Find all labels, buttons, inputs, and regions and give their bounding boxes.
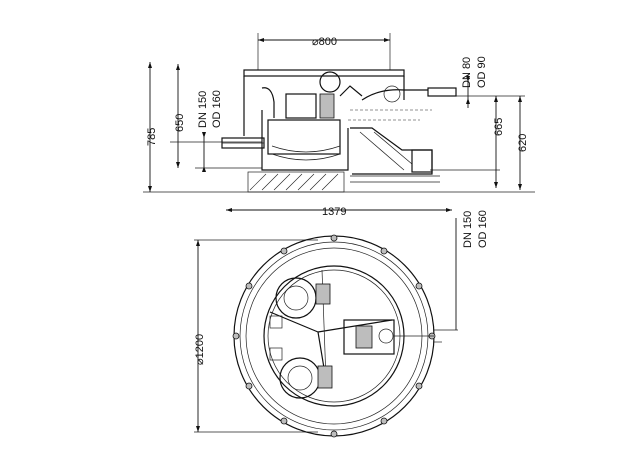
pump-upper	[269, 277, 331, 329]
label-height-right-outer: 620	[517, 134, 529, 152]
label-pipe-top-od: OD 90	[476, 56, 488, 88]
dim-width-total: 1379	[226, 206, 452, 218]
station-elevation	[221, 69, 457, 193]
label-plan-od: OD 160	[477, 210, 489, 248]
dim-top-width: ⌀800	[257, 33, 391, 70]
pump-lower	[269, 347, 333, 399]
label-height-inlet: 650	[174, 114, 186, 132]
dim-height-inlet: 650	[174, 64, 186, 168]
dim-height-right-inner: 665	[493, 96, 505, 188]
label-inlet-dn: DN 150	[197, 91, 209, 128]
label-top-width: ⌀800	[312, 36, 337, 48]
dim-plan-diameter: ⌀1200	[194, 239, 318, 433]
label-height-right-inner: 665	[493, 118, 505, 136]
label-height-total: 785	[146, 128, 158, 146]
label-width-total: 1379	[322, 206, 346, 218]
label-inlet-od: OD 160	[211, 90, 223, 128]
label-plan-diameter: ⌀1200	[194, 334, 206, 365]
label-plan-dn: DN 150	[462, 211, 474, 248]
valve-block	[343, 319, 434, 355]
dim-height-right-outer: 620	[517, 96, 529, 190]
dim-height-total: 785	[146, 62, 158, 192]
label-pipe-top-dn: DN 80	[461, 57, 473, 88]
elevation-view: ⌀800 DN 80 OD 90 785 650 DN 150 OD 160	[143, 33, 535, 193]
plan-view: DN 150 OD 160 ⌀1200	[194, 210, 489, 438]
rim-bolts	[232, 234, 436, 438]
